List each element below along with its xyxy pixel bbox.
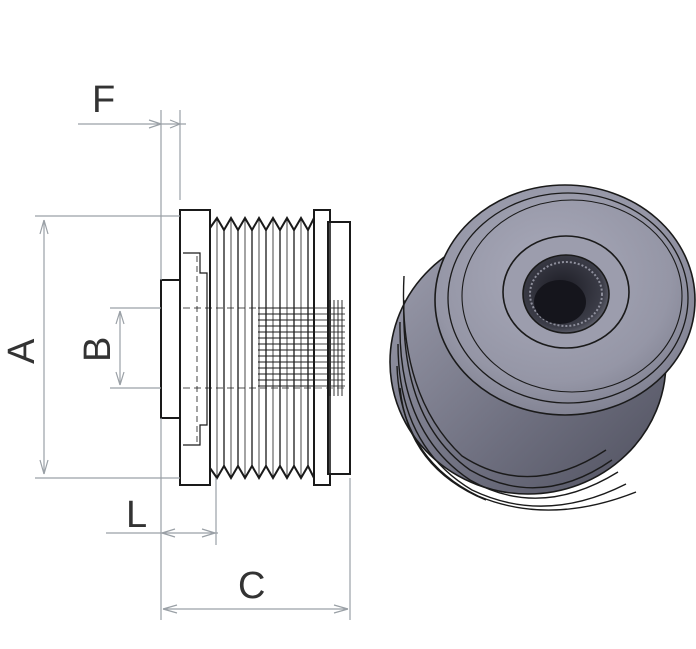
left-flange-step bbox=[183, 252, 208, 446]
dim-label-b: B bbox=[77, 337, 119, 362]
pulley-3d-view bbox=[389, 184, 696, 511]
dim-label-c: C bbox=[238, 565, 265, 607]
dim-label-a: A bbox=[1, 338, 43, 364]
dimension-lines bbox=[35, 110, 351, 620]
dim-label-f: F bbox=[92, 79, 115, 121]
right-cap bbox=[327, 221, 351, 475]
groove-profile-top bbox=[209, 216, 315, 480]
front-face-inner bbox=[461, 199, 683, 393]
front-face-ring bbox=[447, 192, 689, 404]
left-flange bbox=[179, 209, 211, 486]
pulley-side-view bbox=[160, 209, 351, 486]
dim-label-l: L bbox=[126, 494, 147, 536]
